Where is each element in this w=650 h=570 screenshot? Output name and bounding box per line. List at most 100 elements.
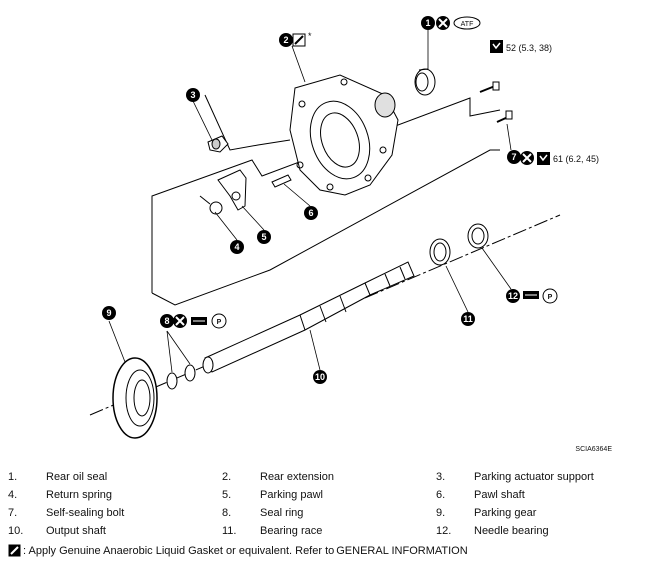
legend-part-name: Needle bearing [474, 525, 549, 537]
legend-row: 10. Output shaft 11. Bearing race 12. Needle … [8, 522, 642, 540]
gasket-note: : Apply Genuine Anaerobic Liquid Gasket … [8, 544, 468, 557]
callout-7: 7 [507, 150, 521, 164]
p-mark-icon: P [211, 313, 227, 329]
atf-label: ATF [461, 21, 474, 28]
leader-lines [108, 30, 512, 373]
legend-number: 9. [436, 507, 446, 519]
torque-wrench-icon [490, 40, 503, 53]
parking-actuator-support-part [207, 135, 229, 153]
callout-circle [507, 150, 521, 164]
rear-oil-seal-part [414, 68, 436, 96]
callout-4: 4 [230, 240, 244, 254]
callout-number: 1 [425, 18, 430, 28]
callout-1: 1 [421, 16, 435, 30]
callout-3: 3 [186, 88, 200, 102]
pawl-shaft-part [271, 174, 292, 188]
callout-circle [304, 206, 318, 220]
callout-circle [102, 306, 116, 320]
callout-circle [230, 240, 244, 254]
legend-item: 11. Bearing race [222, 522, 436, 540]
torque-value-2: 61 (6.2, 45) [553, 154, 599, 164]
callout-number: 6 [308, 208, 313, 218]
legend-part-name: Self-sealing bolt [46, 507, 125, 519]
legend-number: 6. [436, 489, 446, 501]
callout-circle [421, 16, 435, 30]
legend-number: 5. [222, 489, 232, 501]
legend-part-name: Seal ring [260, 507, 304, 519]
legend-part-name: Pawl shaft [474, 489, 525, 501]
callout-number: 12 [508, 291, 518, 301]
callout-6: 6 [304, 206, 318, 220]
callout-number: 2 [283, 35, 288, 45]
legend-item: 7. Self-sealing bolt [8, 504, 222, 522]
legend-number: 4. [8, 489, 18, 501]
general-information-link[interactable]: GENERAL INFORMATION [336, 544, 468, 557]
needle-bearing-part [467, 223, 489, 249]
legend-item: 8. Seal ring [222, 504, 436, 522]
gasket-icon [292, 33, 306, 47]
legend-number: 11. [222, 525, 237, 537]
legend-number: 12. [436, 525, 452, 537]
parking-pawl-part [217, 169, 247, 211]
legend-part-name: Output shaft [46, 525, 106, 537]
legend-number: 8. [222, 507, 232, 519]
legend-part-name: Bearing race [260, 525, 323, 537]
legend-number: 10. [8, 525, 24, 537]
replace-x-icon [520, 151, 534, 165]
replace-x-icon [436, 16, 450, 30]
legend-number: 1. [8, 471, 18, 483]
callout-circle [461, 312, 475, 326]
callout-12: 12 [506, 289, 520, 303]
legend-row: 7. Self-sealing bolt 8. Seal ring 9. Parking … [8, 504, 642, 522]
p-mark-label: P [217, 319, 222, 326]
legend-item: 12. Needle bearing [436, 522, 636, 540]
legend-part-name: Parking gear [474, 507, 537, 519]
callout-number: 10 [315, 372, 325, 382]
parts-legend: 1. Rear oil seal 2. Rear extension 3.Parking… [8, 468, 642, 540]
legend-row: 4. Return spring 5. Parking pawl 6. Pawl shaf… [8, 486, 642, 504]
legend-number: 7. [8, 507, 18, 519]
parking-gear-part [112, 357, 158, 439]
legend-part-name: Rear extension [260, 471, 334, 483]
self-sealing-bolt-part [479, 81, 513, 123]
callout-8: 8 [160, 314, 174, 328]
torque-wrench-icon [537, 152, 550, 165]
replace-x-icon [173, 314, 187, 328]
note-text: : Apply Genuine Anaerobic Liquid Gasket … [23, 544, 335, 557]
legend-item: 1. Rear oil seal [8, 468, 222, 486]
legend-part-name: Parking actuator support [474, 471, 594, 483]
callout-circle [506, 289, 520, 303]
legend-part-name: Return spring [46, 489, 113, 501]
callout-circle [313, 370, 327, 384]
grease-icon [191, 317, 207, 325]
callout-number: 11 [463, 314, 473, 324]
callout-2: 2* [279, 31, 312, 47]
legend-part-name: Parking pawl [260, 489, 323, 501]
callout-9: 9 [102, 306, 116, 320]
legend-number: 2. [222, 471, 232, 483]
diagram-code: SCIA6364E [575, 446, 612, 453]
callout-10: 10 [313, 370, 327, 384]
p-mark-label: P [548, 294, 553, 301]
gasket-icon [8, 544, 21, 557]
frame-line-upper [151, 97, 501, 293]
callout-number: 4 [234, 242, 239, 252]
bearing-race-part [429, 238, 451, 266]
torque-value-1: 52 (5.3, 38) [506, 43, 552, 53]
legend-part-name: Rear oil seal [46, 471, 108, 483]
output-shaft-part [202, 261, 415, 374]
frame-line-lower [151, 149, 500, 306]
legend-item: 2. Rear extension [222, 468, 436, 486]
callout-11: 11 [461, 312, 475, 326]
callout-number: 9 [106, 308, 111, 318]
legend-item: 6. Pawl shaft [436, 486, 636, 504]
legend-item: 9. Parking gear [436, 504, 636, 522]
callout-circle [160, 314, 174, 328]
grease-icon [523, 291, 539, 299]
callout-circle [257, 230, 271, 244]
callout-number: 8 [164, 316, 169, 326]
legend-item: 3.Parking actuator support [436, 468, 636, 486]
legend-item: 10. Output shaft [8, 522, 222, 540]
legend-row: 1. Rear oil seal 2. Rear extension 3.Parking… [8, 468, 642, 486]
